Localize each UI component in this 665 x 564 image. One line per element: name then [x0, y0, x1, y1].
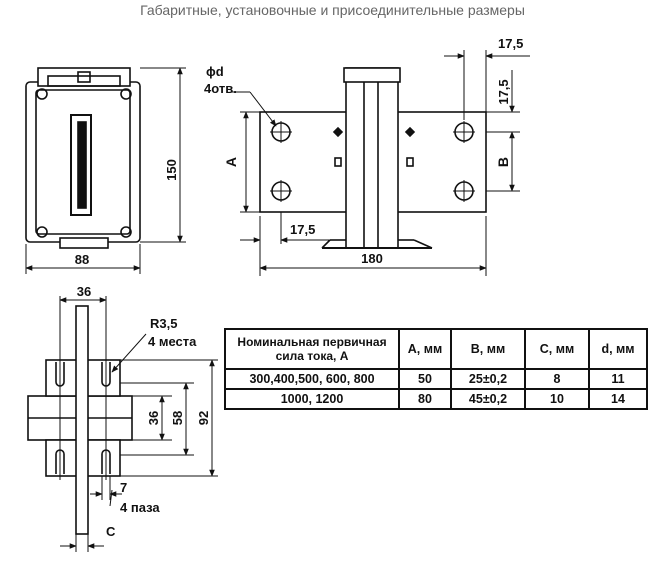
dim-holes: 4отв.: [204, 81, 237, 96]
dim-places: 4 места: [148, 334, 197, 349]
table-row: 300,400,500, 600, 800 50 25±0,2 8 11: [224, 368, 648, 390]
cell-d: 14: [588, 388, 648, 410]
cell-a: 80: [398, 388, 452, 410]
cell-c: 8: [524, 368, 590, 390]
header-d: d, мм: [588, 328, 648, 370]
dim-150: 150: [164, 159, 179, 181]
specs-table: Номинальная первичная сила тока, А А, мм…: [224, 328, 648, 410]
dim-top-36: 36: [77, 284, 91, 299]
dim-bottom-17-5: 17,5: [290, 222, 315, 237]
header-current: Номинальная первичная сила тока, А: [224, 328, 400, 370]
side-view: [259, 67, 487, 249]
dim-slots: 4 паза: [120, 500, 160, 515]
cell-c: 10: [524, 388, 590, 410]
header-b: В, мм: [450, 328, 526, 370]
mounting-holes: [270, 121, 475, 202]
front-view: [25, 67, 141, 249]
page-title: Габаритные, установочные и присоединител…: [140, 2, 525, 18]
dim-label-A: A: [223, 157, 239, 167]
header-a: А, мм: [398, 328, 452, 370]
dim-180: 180: [361, 251, 383, 266]
top-view: [27, 305, 133, 535]
cell-current: 300,400,500, 600, 800: [224, 368, 400, 390]
dim-radius: R3,5: [150, 316, 177, 331]
dim-top-17-5: 17,5: [498, 36, 523, 51]
cell-b: 45±0,2: [450, 388, 526, 410]
header-c: С, мм: [524, 328, 590, 370]
dim-88: 88: [75, 252, 89, 267]
dim-label-C: C: [106, 524, 116, 539]
dim-h92: 92: [196, 411, 211, 425]
cell-current: 1000, 1200: [224, 388, 400, 410]
cell-b: 25±0,2: [450, 368, 526, 390]
table-row: 1000, 1200 80 45±0,2 10 14: [224, 388, 648, 410]
dim-phi-d: ϕd: [206, 64, 224, 79]
cell-d: 11: [588, 368, 648, 390]
dim-h36: 36: [146, 411, 161, 425]
dim-h58: 58: [170, 411, 185, 425]
dim-right-17-5: 17,5: [496, 79, 511, 104]
dim-label-B: B: [495, 157, 511, 167]
cell-a: 50: [398, 368, 452, 390]
dim-slot-7: 7: [120, 480, 127, 495]
table-header-row: Номинальная первичная сила тока, А А, мм…: [224, 328, 648, 370]
